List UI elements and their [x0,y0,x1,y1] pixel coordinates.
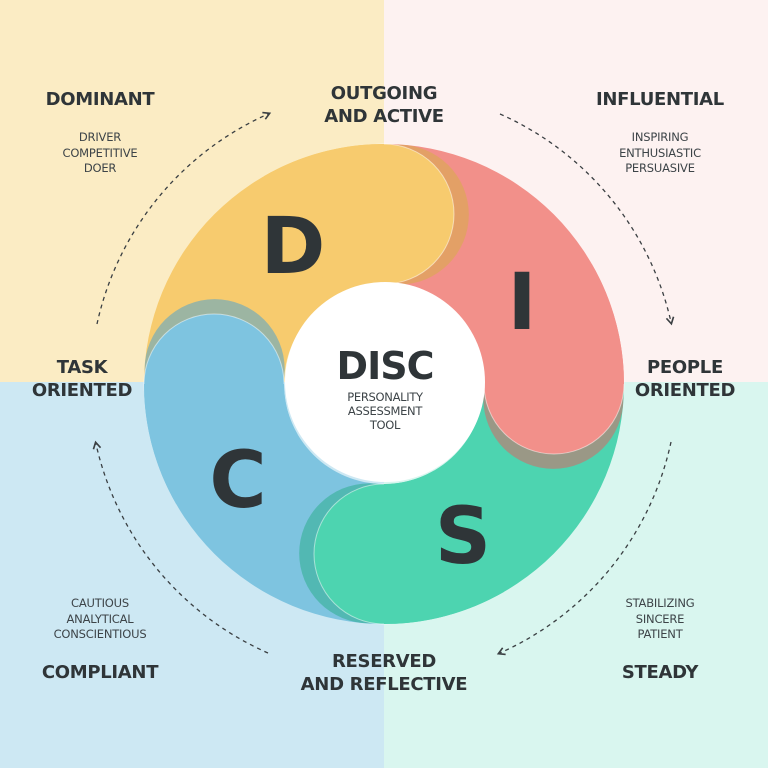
arrow-compliant-to-dominant [92,440,269,654]
petal-c-body-join [144,384,298,504]
axis-label-right: PEOPLE ORIENTED [634,357,736,401]
quadrant-traits-influential: INSPIRING ENTHUSIASTIC PERSUASIVE [619,130,701,175]
letter-d: D [260,202,326,292]
letter-i: I [507,258,537,348]
center-title: DISC [336,344,435,388]
axis-label-left: TASK ORIENTED [31,357,133,401]
center-circle [285,282,485,482]
quadrant-traits-compliant: CAUTIOUS ANALYTICAL CONSCIENTIOUS [53,596,147,641]
petal-i-body-join [470,264,624,384]
center-subtitle: PERSONALITY ASSESSMENT TOOL [347,390,423,432]
petal-s-body-join [384,470,504,624]
axis-label-top: OUTGOING AND ACTIVE [324,83,444,127]
letter-s: S [434,492,492,582]
quadrant-title-dominant: DOMINANT [45,89,155,110]
quadrant-title-steady: STEADY [621,662,699,683]
quadrant-title-influential: INFLUENTIAL [596,89,724,110]
quadrant-title-compliant: COMPLIANT [41,662,159,683]
letter-c: C [209,436,267,526]
arrow-influential-to-steady [499,113,675,326]
quadrant-traits-steady: STABILIZING SINCERE PATIENT [625,596,695,641]
arrow-dominant-to-influential-left [96,111,272,325]
petal-d-body-join [264,144,384,298]
quadrant-traits-dominant: DRIVER COMPETITIVE DOER [62,130,138,175]
axis-label-bottom: RESERVED AND REFLECTIVE [300,651,468,695]
